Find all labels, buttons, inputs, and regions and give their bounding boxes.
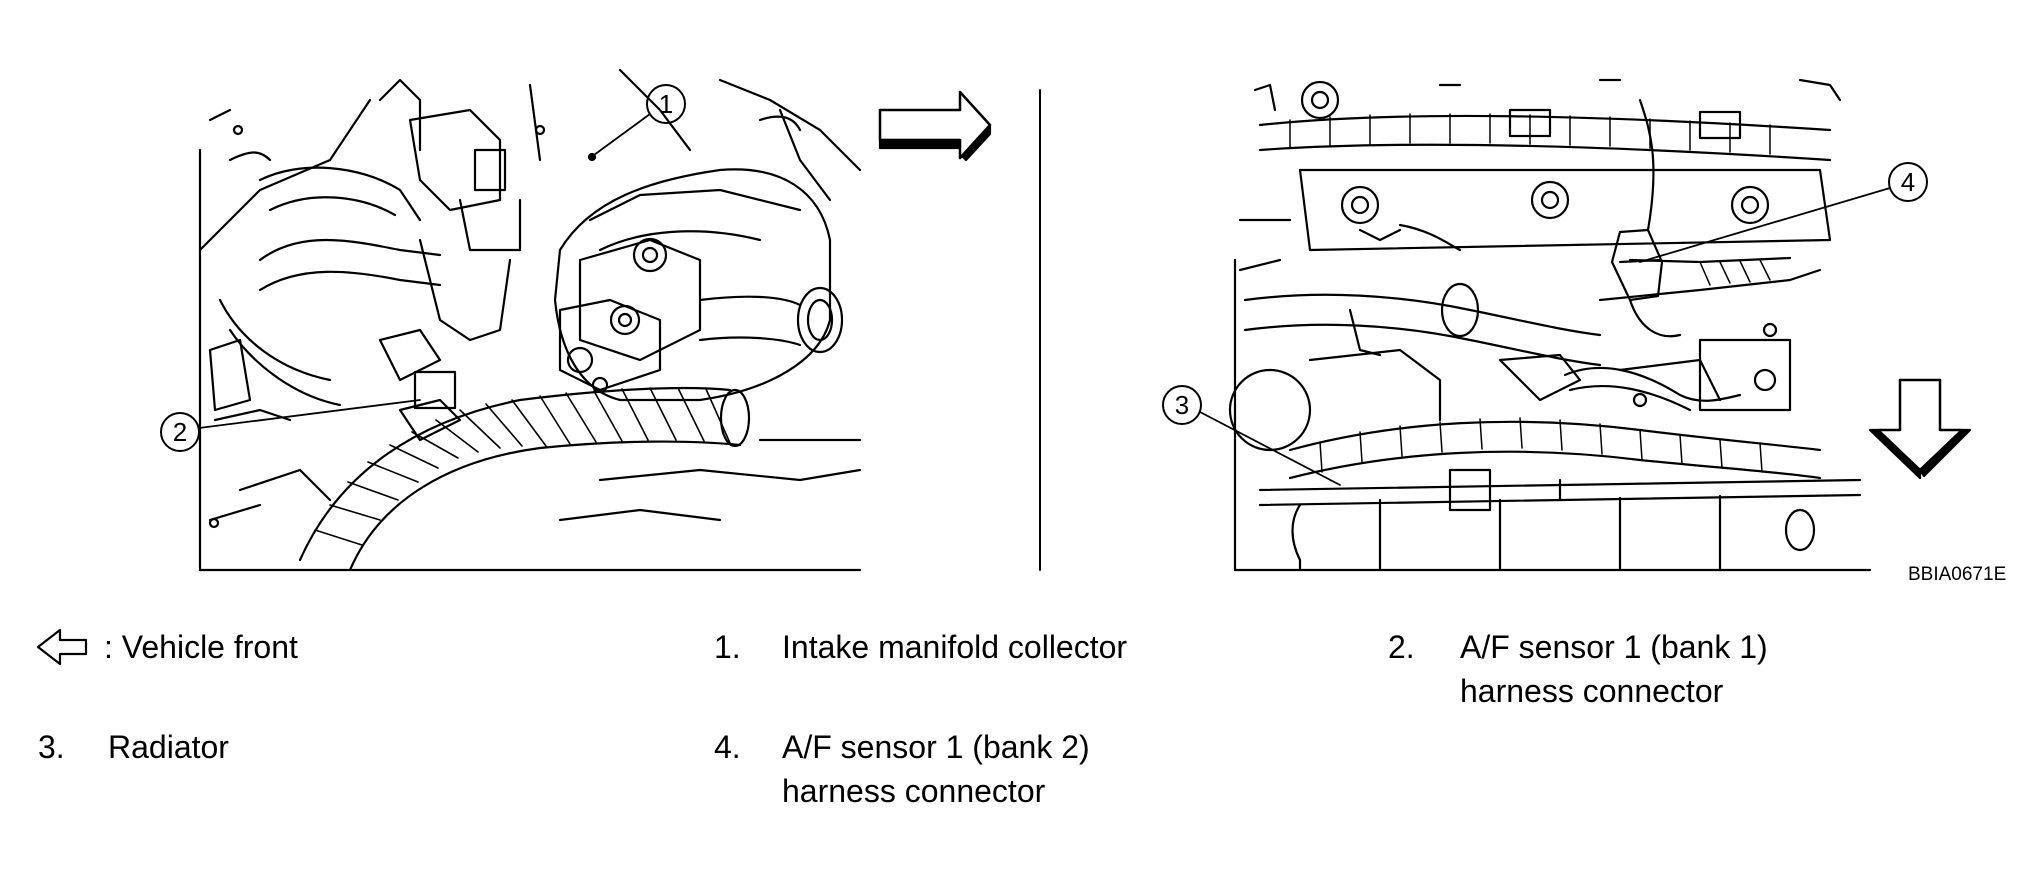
legend-item-3-text: Radiator [108,729,229,765]
callout-4-number: 4 [1901,167,1915,197]
legend-item-1-number: 1. [714,629,741,665]
legend-item-4-text-line2: harness connector [782,773,1046,809]
legend-item-3-number: 3. [38,729,65,765]
vehicle-front-arrow-right-icon [878,90,992,162]
callout-1-number: 1 [659,89,673,119]
callout-4 [1610,98,1928,338]
legend-item-4-text-line1: A/F sensor 1 (bank 2) [782,729,1090,765]
right-engine-illustration [1228,78,1872,572]
legend-item-2-number: 2. [1388,629,1415,665]
figure-code: BBIA0671E [1908,564,2007,585]
callout-2 [160,399,421,452]
callout-2-number: 2 [173,417,187,447]
legend-item-2-text-line2: harness connector [1460,673,1724,709]
vehicle-front-arrow-down-icon [1868,378,1972,480]
callout-1 [587,84,686,162]
vehicle-front-arrow-left-icon [36,628,88,666]
legend-item-4-number: 4. [714,729,741,765]
legend-vehicle-front: : Vehicle front [104,629,298,665]
callout-3 [1162,385,1341,486]
legend-item-2-text-line1: A/F sensor 1 (bank 1) [1460,629,1768,665]
legend-item-1-text: Intake manifold collector [782,629,1128,665]
callout-3-number: 3 [1175,390,1189,420]
left-engine-illustration [198,68,862,572]
